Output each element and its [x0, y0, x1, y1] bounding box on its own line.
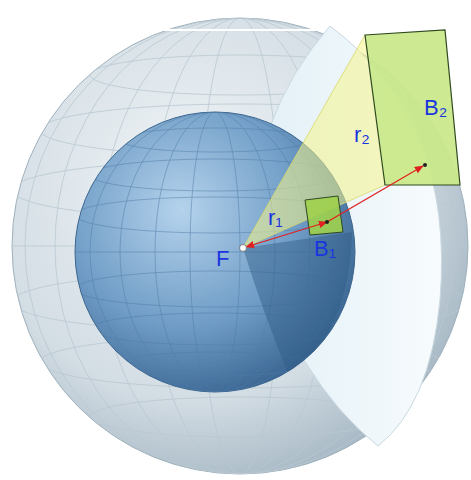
radius-label: r₂ — [354, 124, 370, 146]
radius-label: r₁ — [268, 207, 283, 229]
focus-label: F — [216, 248, 229, 270]
area-label: B₁ — [314, 238, 336, 260]
area-label: B₂ — [424, 97, 447, 119]
